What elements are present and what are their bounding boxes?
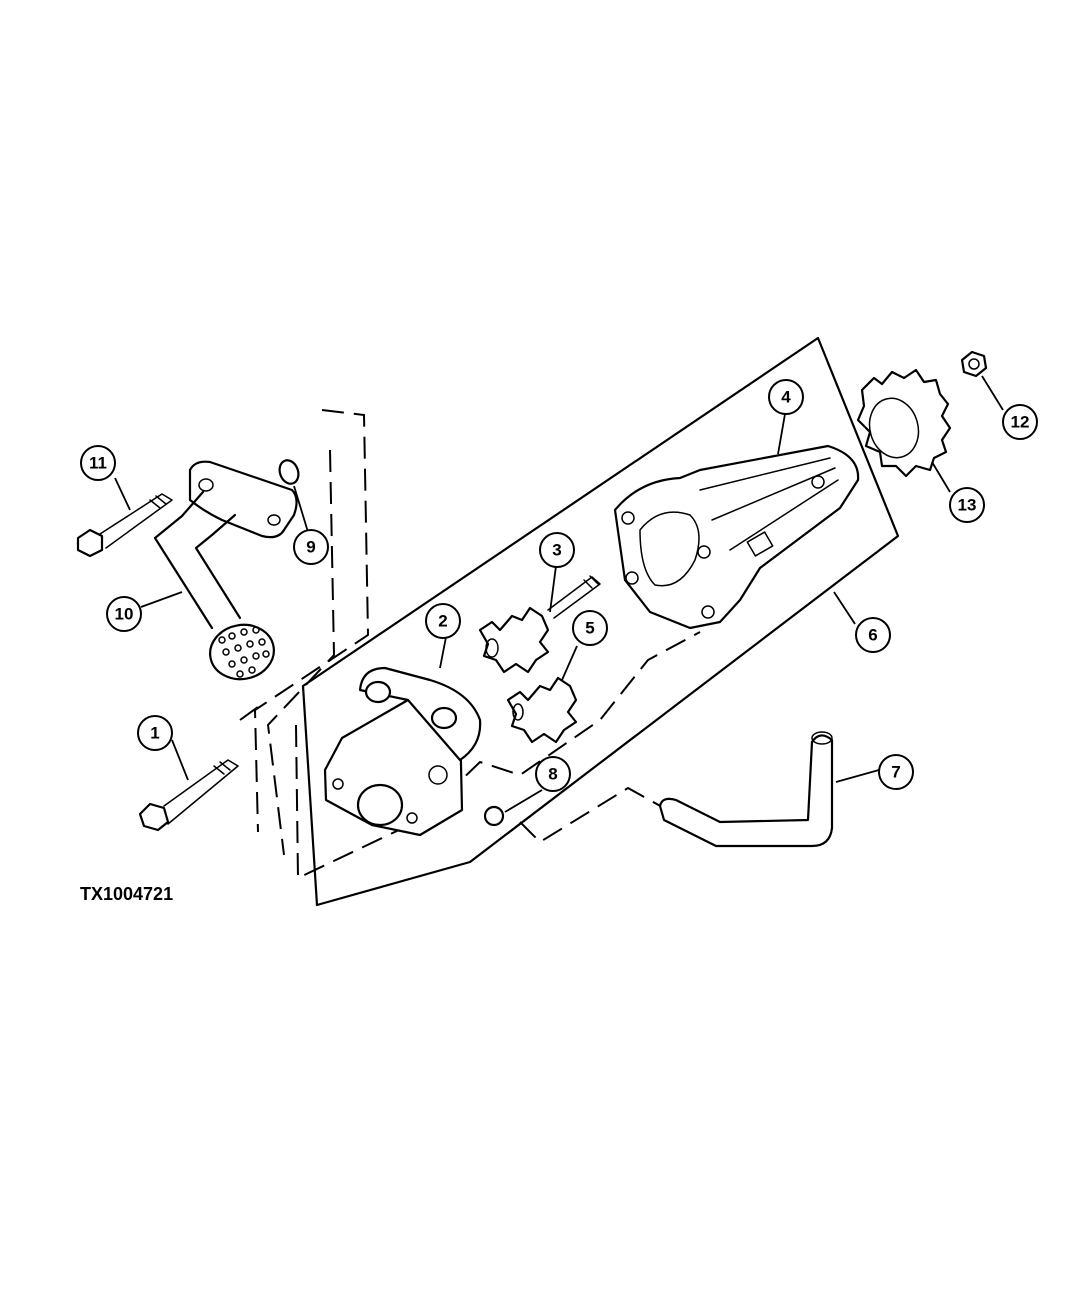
svg-text:9: 9 — [306, 538, 315, 557]
nut-part-12 — [960, 350, 988, 378]
pump-cover-part-2 — [323, 666, 482, 837]
svg-text:8: 8 — [548, 765, 557, 784]
svg-text:7: 7 — [891, 763, 900, 782]
callout-11: 11 — [80, 445, 116, 481]
callout-4: 4 — [768, 379, 804, 415]
leader-lines — [114, 375, 1004, 813]
o-ring-part-9 — [278, 459, 300, 485]
callouts: 1 2 3 4 5 6 7 8 — [80, 379, 1038, 792]
callout-12: 12 — [1002, 404, 1038, 440]
svg-text:13: 13 — [958, 496, 977, 515]
svg-text:2: 2 — [438, 612, 447, 631]
pump-housing-part-4 — [613, 444, 860, 630]
callout-5: 5 — [572, 610, 608, 646]
screen-holes — [218, 626, 270, 678]
dashed-alignment-lines — [239, 409, 701, 880]
callout-9: 9 — [293, 529, 329, 565]
svg-text:11: 11 — [89, 454, 107, 473]
svg-text:1: 1 — [150, 724, 159, 743]
figure-id: TX1004721 — [80, 884, 173, 904]
driven-gear-part-5 — [506, 676, 578, 744]
svg-text:5: 5 — [585, 619, 594, 638]
svg-text:3: 3 — [552, 541, 561, 560]
callout-2: 2 — [425, 603, 461, 639]
tube-part-7 — [658, 731, 834, 848]
callout-1: 1 — [137, 715, 173, 751]
suction-pipe-part-10 — [153, 460, 298, 681]
svg-text:12: 12 — [1011, 413, 1030, 432]
svg-text:6: 6 — [868, 626, 877, 645]
callout-10: 10 — [106, 596, 142, 632]
callout-6: 6 — [855, 617, 891, 653]
callout-3: 3 — [539, 532, 575, 568]
svg-text:4: 4 — [781, 388, 791, 407]
bolt-part-1 — [138, 759, 239, 832]
assembly-outline — [301, 336, 900, 907]
callout-8: 8 — [535, 756, 571, 792]
o-ring-part-8 — [483, 805, 505, 827]
callout-7: 7 — [878, 754, 914, 790]
bolt-part-11 — [76, 493, 173, 558]
svg-text:10: 10 — [115, 605, 134, 624]
drive-gear-part-3 — [478, 575, 601, 674]
drive-gear-part-13 — [856, 368, 952, 478]
callout-13: 13 — [949, 487, 985, 523]
